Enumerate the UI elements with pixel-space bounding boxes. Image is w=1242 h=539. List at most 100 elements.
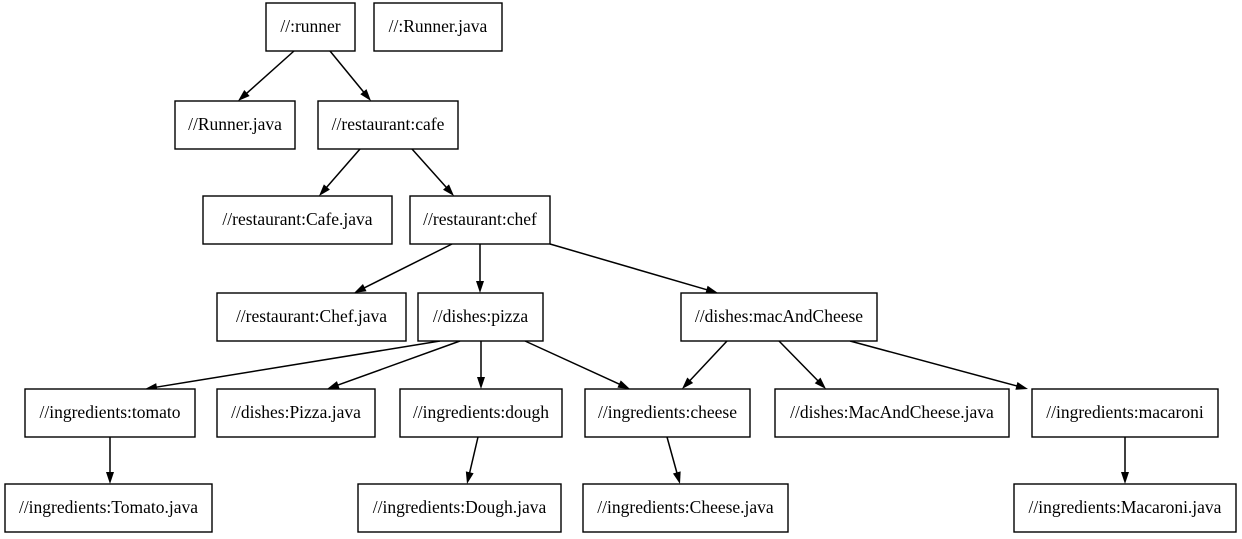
edge-arrowhead <box>477 377 485 389</box>
node-label: //restaurant:chef <box>423 209 537 229</box>
graph-edge <box>682 340 728 389</box>
graph-node-dishes_pizza[interactable]: //dishes:pizza <box>417 292 544 342</box>
graph-edge <box>106 437 114 484</box>
edge-line <box>468 436 479 474</box>
edge-arrowhead <box>465 471 474 484</box>
edge-arrowhead <box>319 184 330 196</box>
edge-line <box>549 243 709 291</box>
edge-line <box>245 50 295 95</box>
edge-line <box>524 340 621 386</box>
graph-edge <box>465 436 479 484</box>
edge-arrowhead <box>106 472 114 484</box>
graph-edge <box>145 340 441 392</box>
edge-line <box>155 340 441 389</box>
node-label: //ingredients:dough <box>413 402 549 422</box>
node-box[interactable] <box>317 100 459 150</box>
node-box[interactable] <box>680 292 878 342</box>
node-box[interactable] <box>24 388 196 438</box>
edge-arrowhead <box>238 90 250 101</box>
node-label: //restaurant:Chef.java <box>236 306 387 326</box>
node-layer: //:runner //:Runner.java //Runner.java //re… <box>4 2 1237 533</box>
graph-node-macaroni_java[interactable]: //ingredients:Macaroni.java <box>1013 483 1237 533</box>
graph-node-dough_java[interactable]: //ingredients:Dough.java <box>357 483 562 533</box>
edge-arrowhead <box>705 285 718 294</box>
node-label: //ingredients:cheese <box>598 402 737 422</box>
graph-edge <box>238 50 295 101</box>
graph-node-ing_dough[interactable]: //ingredients:dough <box>399 388 563 438</box>
graph-node-dishes_mac[interactable]: //dishes:macAndCheese <box>680 292 878 342</box>
graph-edge <box>354 243 453 293</box>
edge-line <box>666 436 678 475</box>
graph-node-runner_java_root[interactable]: //:Runner.java <box>373 2 503 52</box>
graph-node-ing_tomato[interactable]: //ingredients:tomato <box>24 388 196 438</box>
node-box[interactable] <box>1031 388 1219 438</box>
edge-arrowhead <box>443 184 454 196</box>
graph-edge <box>477 341 485 389</box>
edge-line <box>329 50 365 94</box>
graph-edge <box>849 340 1028 390</box>
node-label: //dishes:pizza <box>433 306 528 326</box>
node-label: //dishes:macAndCheese <box>695 306 863 326</box>
node-box[interactable] <box>409 195 551 245</box>
graph-node-ing_cheese[interactable]: //ingredients:cheese <box>584 388 751 438</box>
edge-line <box>411 148 448 189</box>
edge-arrowhead <box>354 284 367 293</box>
node-box[interactable] <box>1013 483 1237 533</box>
graph-edge <box>327 340 461 389</box>
edge-arrowhead <box>360 89 371 101</box>
node-label: //restaurant:cafe <box>332 114 445 134</box>
node-box[interactable] <box>216 388 376 438</box>
graph-edge <box>1121 437 1129 484</box>
graph-edge <box>666 436 681 484</box>
graph-node-runner_java[interactable]: //Runner.java <box>174 100 296 150</box>
node-box[interactable] <box>417 292 544 342</box>
node-box[interactable] <box>774 388 1010 438</box>
graph-node-cafe_java[interactable]: //restaurant:Cafe.java <box>202 195 393 245</box>
graph-node-mac_java[interactable]: //dishes:MacAndCheese.java <box>774 388 1010 438</box>
edge-arrowhead <box>476 281 484 293</box>
edge-line <box>363 243 453 289</box>
node-label: //:Runner.java <box>389 16 488 36</box>
node-label: //ingredients:macaroni <box>1046 402 1204 422</box>
node-label: //dishes:Pizza.java <box>231 402 361 422</box>
node-box[interactable] <box>202 195 393 245</box>
edge-line <box>849 340 1019 387</box>
edge-layer <box>106 50 1129 484</box>
node-label: //ingredients:Cheese.java <box>597 497 774 517</box>
edge-arrowhead <box>617 380 630 389</box>
node-label: //restaurant:Cafe.java <box>222 209 372 229</box>
node-label: //ingredients:tomato <box>40 402 181 422</box>
graph-node-restaurant_cafe[interactable]: //restaurant:cafe <box>317 100 459 150</box>
graph-edge <box>549 243 718 294</box>
edge-line <box>688 340 728 382</box>
graph-node-pizza_java[interactable]: //dishes:Pizza.java <box>216 388 376 438</box>
node-label: //Runner.java <box>188 114 282 134</box>
node-label: //ingredients:Tomato.java <box>19 497 198 517</box>
node-box[interactable] <box>357 483 562 533</box>
graph-node-runner[interactable]: //:runner <box>265 2 356 52</box>
edge-arrowhead <box>1121 472 1129 484</box>
edge-arrowhead <box>327 381 340 389</box>
edge-arrowhead <box>1015 382 1028 390</box>
graph-node-cheese_java[interactable]: //ingredients:Cheese.java <box>582 483 789 533</box>
graph-edge <box>524 340 630 389</box>
node-box[interactable] <box>584 388 751 438</box>
graph-edge <box>476 244 484 293</box>
graph-node-restaurant_chef[interactable]: //restaurant:chef <box>409 195 551 245</box>
graph-node-ing_macaroni[interactable]: //ingredients:macaroni <box>1031 388 1219 438</box>
node-box[interactable] <box>265 2 356 52</box>
graph-node-chef_java[interactable]: //restaurant:Chef.java <box>216 292 407 342</box>
graph-edge <box>778 340 826 389</box>
edge-arrowhead <box>682 377 694 389</box>
node-box[interactable] <box>582 483 789 533</box>
node-box[interactable] <box>4 483 213 533</box>
node-box[interactable] <box>216 292 407 342</box>
graph-node-tomato_java[interactable]: //ingredients:Tomato.java <box>4 483 213 533</box>
edge-arrowhead <box>672 471 681 484</box>
node-box[interactable] <box>373 2 503 52</box>
node-box[interactable] <box>399 388 563 438</box>
edge-line <box>325 148 361 189</box>
node-box[interactable] <box>174 100 296 150</box>
